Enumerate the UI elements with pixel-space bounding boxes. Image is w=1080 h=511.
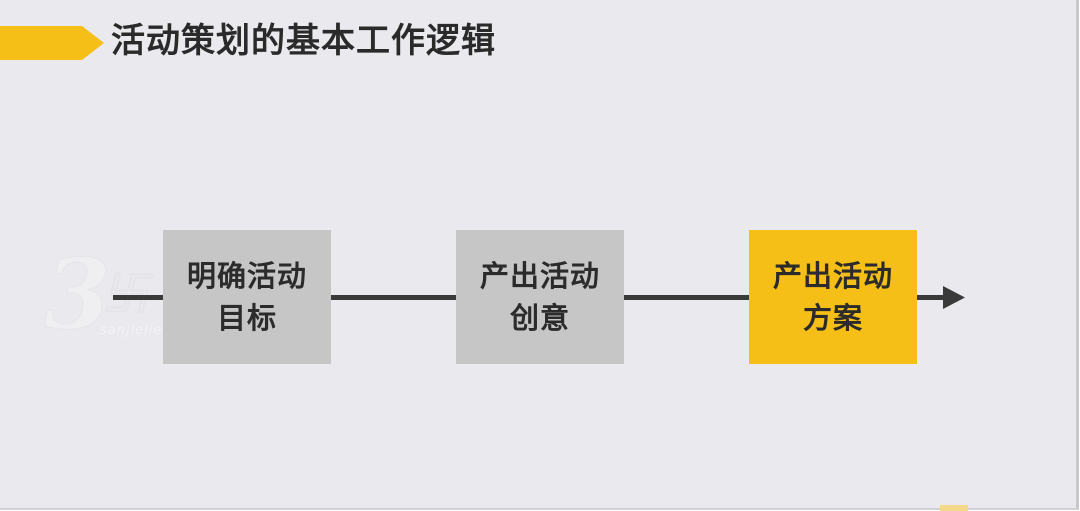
step-label: 明确活动目标 <box>186 259 307 335</box>
step-label: 产出活动方案 <box>772 259 893 335</box>
title-arrow-icon <box>0 26 104 60</box>
svg-text:3: 3 <box>44 240 111 350</box>
step-box-plan: 产出活动方案 <box>749 230 917 364</box>
arrowhead-icon <box>917 286 965 309</box>
watermark-text: sanjiejie.cn <box>100 323 185 338</box>
slide-title: 活动策划的基本工作逻辑 <box>111 21 496 61</box>
step-label: 产出活动创意 <box>479 259 600 335</box>
step-box-goal: 明确活动目标 <box>163 230 331 364</box>
corner-accent-icon <box>940 505 968 511</box>
step-box-idea: 产出活动创意 <box>456 230 624 364</box>
